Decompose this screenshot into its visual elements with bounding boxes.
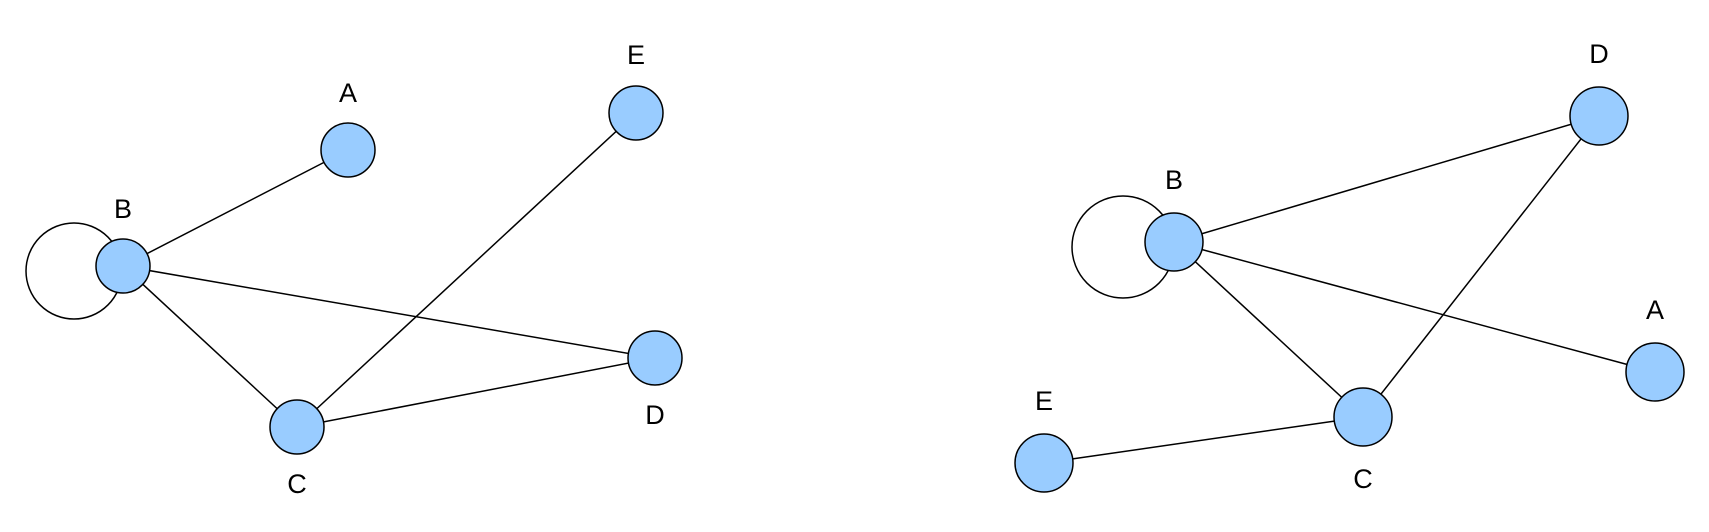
node-label-a-right: A: [1646, 295, 1664, 325]
node-label-a-left: A: [339, 78, 357, 108]
edge-b-a-left: [122, 149, 349, 267]
node-c-right: [1333, 387, 1393, 447]
node-label-d-right: D: [1589, 39, 1609, 69]
node-a-left: [320, 122, 376, 178]
node-label-e-left: E: [627, 40, 645, 70]
node-b-right: [1144, 212, 1204, 272]
graph-right: A B C D E: [1014, 39, 1685, 494]
edge-b-c-right: [1173, 241, 1364, 418]
node-c-left: [269, 399, 325, 455]
node-b-left: [95, 238, 151, 294]
node-e-left: [608, 85, 664, 141]
edge-e-c-right: [1043, 416, 1364, 464]
node-a-right: [1625, 342, 1685, 402]
node-e-right: [1014, 433, 1074, 493]
node-label-d-left: D: [645, 400, 665, 430]
node-d-right: [1569, 86, 1629, 146]
node-label-b-left: B: [114, 194, 132, 224]
node-label-e-right: E: [1035, 386, 1053, 416]
edge-b-a-right: [1173, 241, 1656, 373]
node-label-c-right: C: [1353, 464, 1373, 494]
graph-left: A B C D E: [25, 40, 683, 499]
edge-b-d-left: [122, 265, 656, 359]
node-d-left: [627, 330, 683, 386]
edge-c-d-left: [296, 357, 656, 428]
edge-c-d-right: [1362, 115, 1600, 418]
edge-b-d-right: [1173, 115, 1600, 243]
edge-b-c-left: [122, 265, 298, 428]
node-label-c-left: C: [287, 469, 307, 499]
node-label-b-right: B: [1165, 165, 1183, 195]
edge-c-e-left: [296, 112, 637, 428]
